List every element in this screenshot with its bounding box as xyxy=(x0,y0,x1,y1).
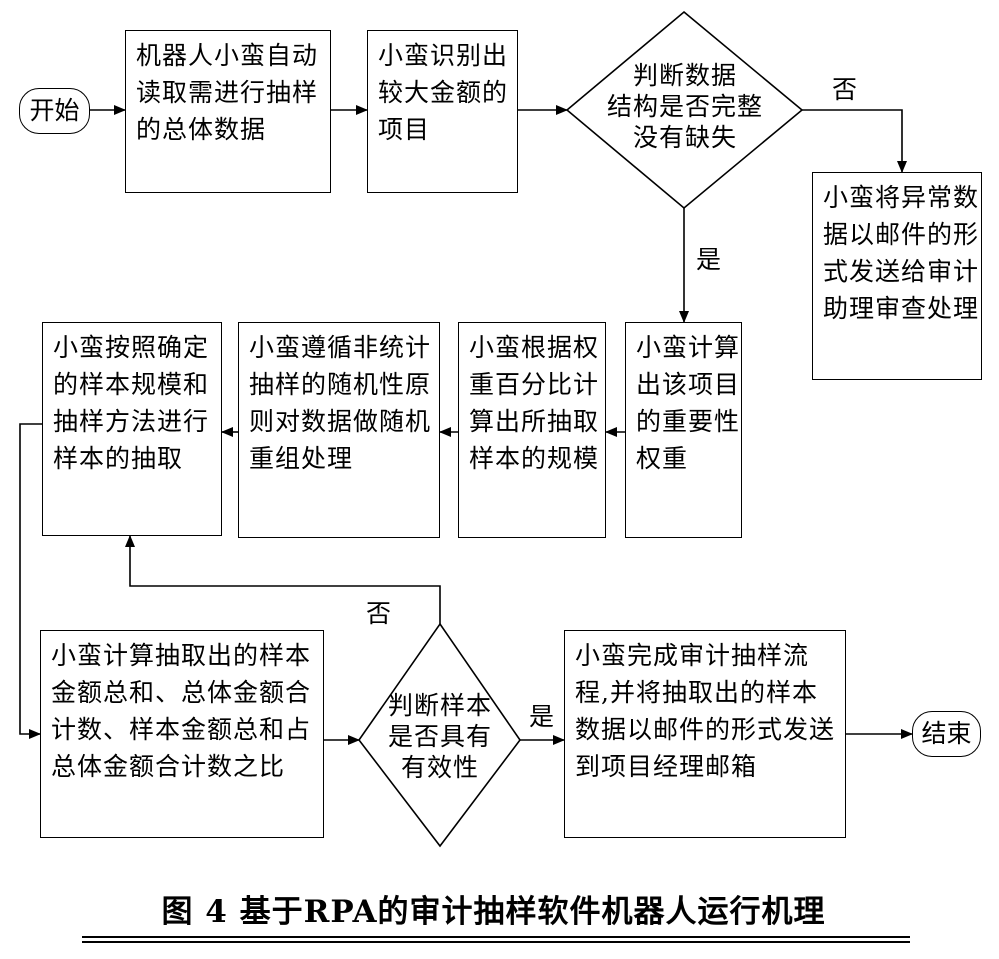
arrow-validity-no-to-extract xyxy=(125,535,441,624)
decision-validity-text: 判断样本 是否具有 有效性 xyxy=(378,690,502,783)
step-line: 的重要性 xyxy=(636,407,741,436)
step-shuffle-data: 小蛮遵循非统计 抽样的随机性原 则对数据做随机 重组处理 xyxy=(238,322,440,538)
step-line: 权重 xyxy=(636,444,689,473)
step-line: 小蛮计算抽取出的样本 xyxy=(51,641,312,670)
decision-line: 判断数据 xyxy=(632,61,737,90)
step-line: 数据以邮件的形式发送 xyxy=(575,715,836,744)
step-line: 较大金额的 xyxy=(378,78,509,107)
arrow-extract-to-totals xyxy=(19,423,42,739)
step-line: 则对数据做随机 xyxy=(249,407,432,436)
step-send-anomaly: 小蛮将异常数 据以邮件的形 式发送给审计 助理审查处理 xyxy=(812,172,982,380)
decision-line: 有效性 xyxy=(400,753,479,782)
decision-diamond-validity xyxy=(358,622,521,848)
step-line: 的总体数据 xyxy=(136,115,267,144)
step-compute-totals: 小蛮计算抽取出的样本 金额总和、总体金额合 计数、样本金额总和占 总体金额合计数… xyxy=(40,630,324,838)
start-label: 开始 xyxy=(29,96,80,125)
step-line: 小蛮将异常数 xyxy=(823,183,980,212)
step-line: 样本的抽取 xyxy=(53,444,184,473)
step-line: 小蛮完成审计抽样流 xyxy=(575,641,810,670)
label-structure-yes: 是 xyxy=(696,245,722,274)
step-line: 读取需进行抽样 xyxy=(136,78,319,107)
step-line: 的样本规模和 xyxy=(53,370,210,399)
end-terminal: 结束 xyxy=(912,711,981,757)
decision-line: 判断样本 xyxy=(387,691,492,720)
step-line: 重组处理 xyxy=(249,444,354,473)
step-line: 抽样方法进行 xyxy=(53,407,210,436)
step-line: 机器人小蛮自动 xyxy=(136,41,319,70)
step-compute-scale: 小蛮根据权 重百分比计 算出所抽取 样本的规模 xyxy=(458,322,606,538)
step-line: 小蛮遵循非统计 xyxy=(249,333,432,362)
caption-underline-bottom xyxy=(82,941,910,943)
step-finish: 小蛮完成审计抽样流 程,并将抽取出的样本 数据以邮件的形式发送 到项目经理邮箱 xyxy=(564,630,846,838)
step-line: 总体金额合计数之比 xyxy=(51,752,286,781)
step-line: 计数、样本金额总和占 xyxy=(51,715,312,744)
step-line: 据以邮件的形 xyxy=(823,220,980,249)
step-extract-sample: 小蛮按照确定 的样本规模和 抽样方法进行 样本的抽取 xyxy=(42,322,222,536)
step-line: 助理审查处理 xyxy=(823,294,980,323)
step-compute-weight: 小蛮计算 出该项目 的重要性 权重 xyxy=(625,322,742,538)
step-line: 小蛮按照确定 xyxy=(53,333,210,362)
step-line: 样本的规模 xyxy=(469,444,600,473)
label-structure-no: 否 xyxy=(832,75,858,104)
caption-underline-top xyxy=(82,936,910,938)
step-line: 项目 xyxy=(378,115,431,144)
step-identify-items: 小蛮识别出 较大金额的 项目 xyxy=(367,30,518,193)
arrow-check-to-anomaly xyxy=(802,109,907,173)
step-line: 重百分比计 xyxy=(469,370,600,399)
step-read-data: 机器人小蛮自动 读取需进行抽样 的总体数据 xyxy=(125,30,331,193)
step-line: 小蛮计算 xyxy=(636,333,741,362)
decision-line: 是否具有 xyxy=(387,722,492,751)
label-validity-no: 否 xyxy=(366,599,392,628)
step-line: 小蛮根据权 xyxy=(469,333,600,362)
end-label: 结束 xyxy=(921,719,972,748)
figure-caption: 图 4 基于RPA的审计抽样软件机器人运行机理 xyxy=(161,894,826,930)
decision-structure-text: 判断数据 结构是否完整 没有缺失 xyxy=(595,60,775,153)
step-line: 出该项目 xyxy=(636,370,741,399)
step-line: 式发送给审计 xyxy=(823,257,980,286)
step-line: 抽样的随机性原 xyxy=(249,370,432,399)
step-line: 算出所抽取 xyxy=(469,407,600,436)
step-line: 到项目经理邮箱 xyxy=(575,752,758,781)
label-validity-yes: 是 xyxy=(529,702,555,731)
step-line: 小蛮识别出 xyxy=(378,41,509,70)
decision-line: 结构是否完整 xyxy=(606,92,763,121)
decision-line: 没有缺失 xyxy=(632,123,737,152)
step-line: 金额总和、总体金额合 xyxy=(51,678,312,707)
step-line: 程,并将抽取出的样本 xyxy=(575,678,818,707)
start-terminal: 开始 xyxy=(19,88,90,134)
